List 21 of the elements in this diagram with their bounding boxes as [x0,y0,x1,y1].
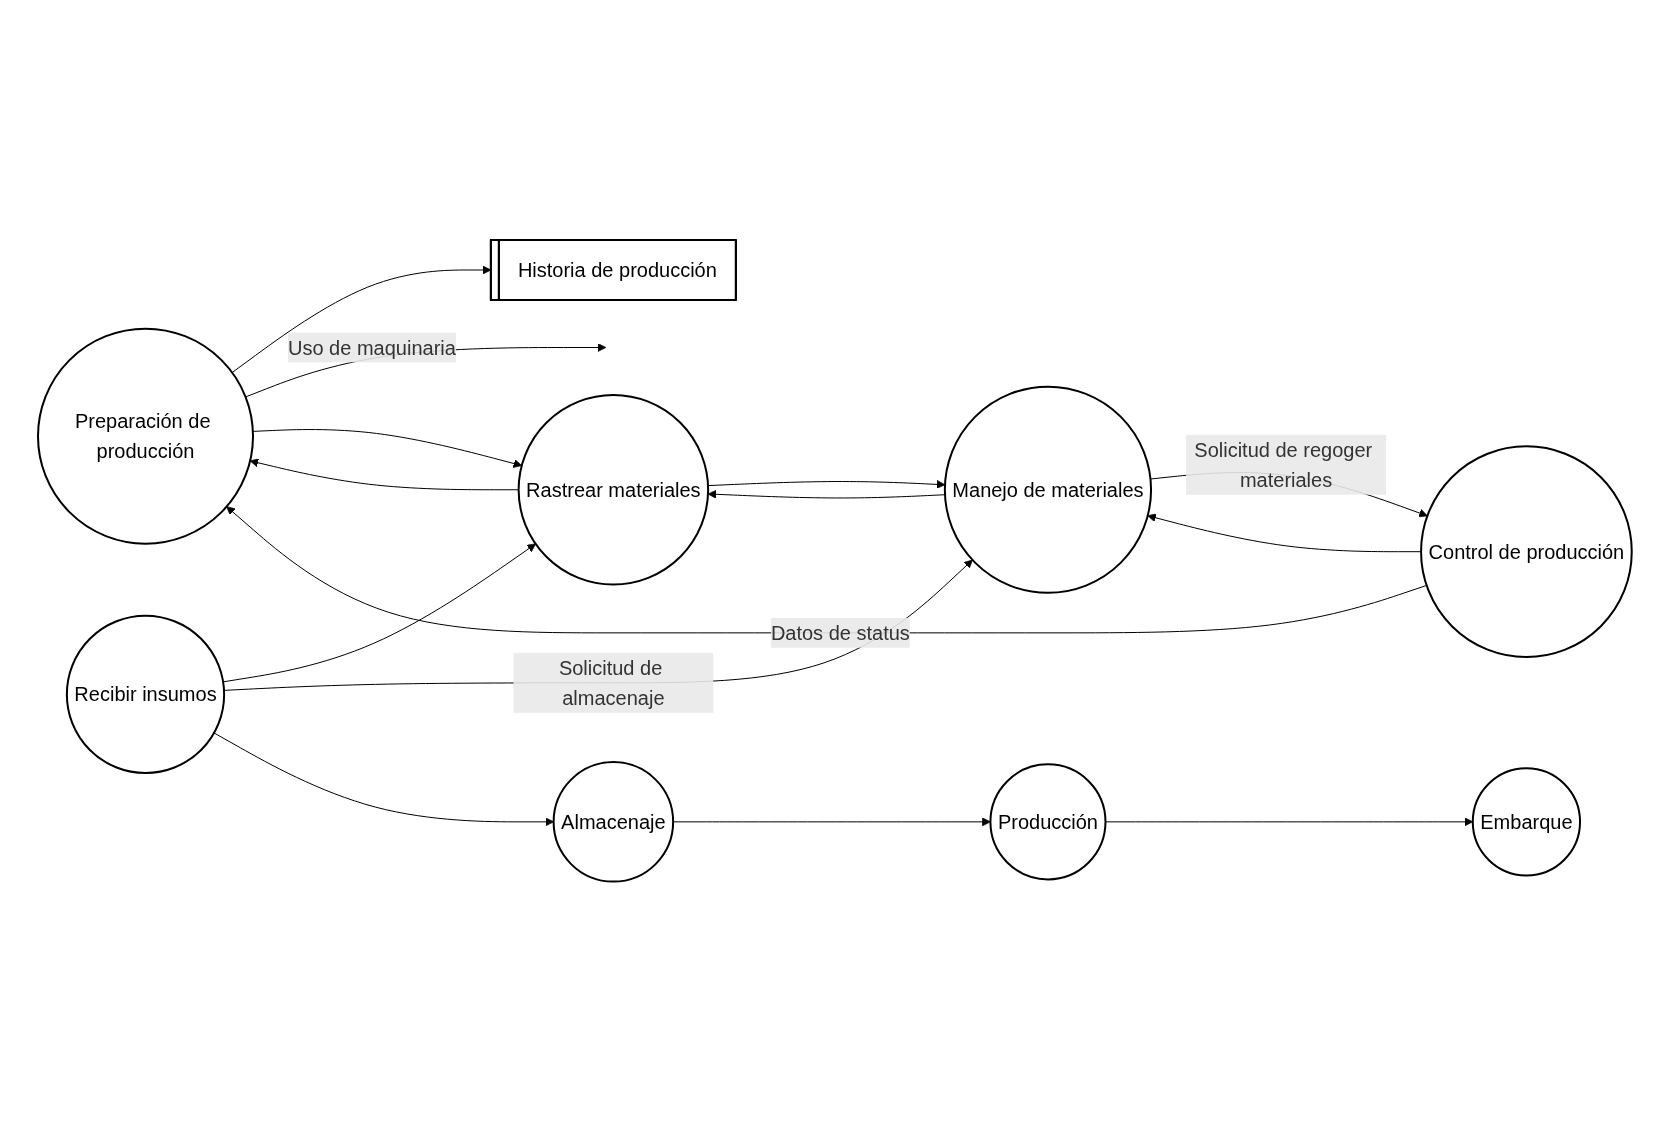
arrow [223,559,973,692]
node-circle: Control de producción [1420,445,1633,659]
node-circle: Rastrear materiales [517,394,710,586]
node-circle: Recibir insumos [66,614,226,775]
node-circle: Embarque [1471,767,1582,877]
node-circle: Preparación de producción [37,327,255,545]
arrow [707,490,946,499]
arrow [707,480,946,489]
arrow [1105,817,1474,827]
arrow [1147,513,1422,553]
node-circle: Almacenaje [552,761,675,883]
edge-label: Uso de maquinaria [288,336,456,359]
node-circle: Producción [989,763,1107,881]
edge-label: Datos de status [771,622,910,645]
node-circle: Manejo de materiales [943,385,1153,595]
arrow [231,265,492,374]
edge-label: Solicitud de almacenaje [559,657,665,710]
arrow [226,506,1428,634]
edge-label: Solicitud de regoger materiales [1194,438,1373,491]
arrow [222,543,537,683]
arrow [252,429,523,469]
